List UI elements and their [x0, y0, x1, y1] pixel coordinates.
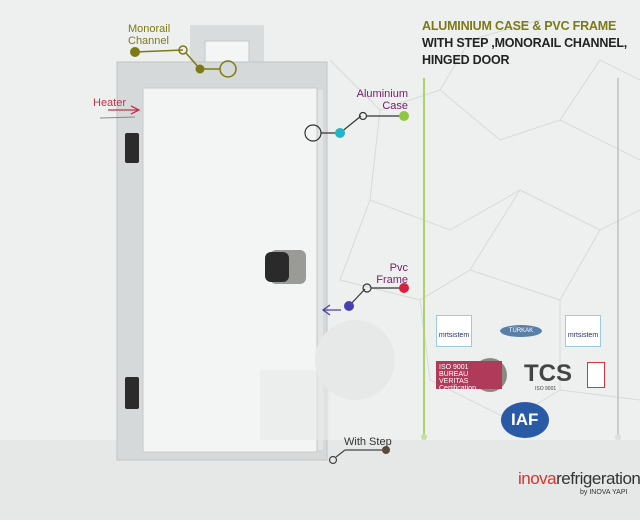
heading-line-1: ALUMINIUM CASE & PVC FRAME — [422, 19, 617, 33]
mrtsistem-cert-2: mrtsistem — [565, 315, 601, 347]
heading-line-3: HINGED DOOR — [422, 53, 510, 67]
heater-label: Heater — [93, 97, 127, 109]
hinge-bottom — [125, 377, 139, 409]
turkak-badge — [587, 362, 605, 388]
mrtsistem-cert-1: mrtsistem — [436, 315, 472, 347]
iaf-cert: IAF — [511, 410, 539, 429]
background-network — [329, 19, 640, 421]
hinge-top — [125, 133, 139, 163]
tcs-cert: TCS — [524, 360, 572, 387]
turkak-cert: TÜRKAK — [500, 325, 542, 337]
brand-subtitle: by INOVA YAPI — [580, 489, 628, 496]
heading-line-2: WITH STEP ,MONORAIL CHANNEL, — [422, 36, 628, 50]
with-step-label: With Step — [344, 436, 392, 448]
brand-logo: inovarefrigeration — [518, 469, 640, 488]
page-heading: ALUMINIUM CASE & PVC FRAME WITH STEP ,MO… — [422, 18, 627, 69]
tcs-iso: ISO 9001 — [535, 386, 557, 392]
